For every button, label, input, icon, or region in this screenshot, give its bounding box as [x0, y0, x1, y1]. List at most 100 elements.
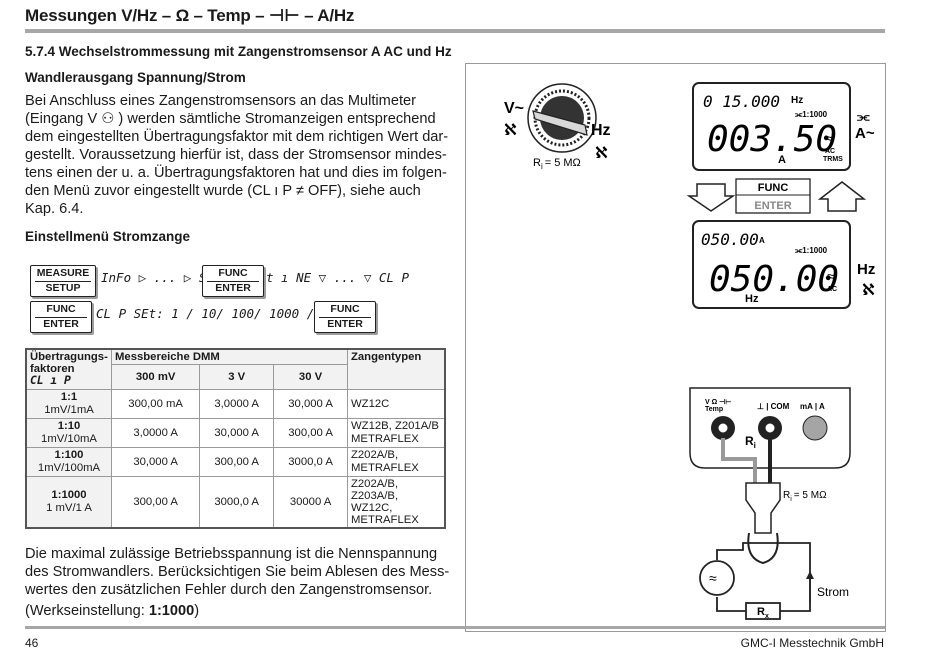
cell-types: WZ12C: [347, 389, 446, 419]
menu-sequence-2: CL P SEt: 1 / 10/ 100/ 1000 / OFF △▽: [96, 306, 367, 321]
cell-value: 300,00 A: [273, 418, 348, 448]
para-line: (Eingang V ⚇ ) werden sämtliche Stromanz…: [25, 111, 436, 127]
company-name: GMC-I Messtechnik GmbH: [740, 636, 884, 650]
jack-ma-a[interactable]: [802, 415, 828, 441]
ratio-unit: 1mV/1mA: [44, 404, 94, 416]
factory-setting-label: (Werkseinstellung:: [25, 603, 149, 619]
lcd1-side-label: A~: [855, 125, 875, 142]
clamp-sensor: [745, 482, 781, 534]
cell-value: 3000,0 A: [199, 476, 275, 529]
para-line: Die maximal zulässige Betriebsspannung i…: [25, 546, 438, 562]
intro-paragraph: Bei Anschluss eines Zangenstromsensors a…: [25, 92, 455, 218]
lcd1-top-value: 0 15.000: [703, 92, 780, 111]
footer-divider: [25, 626, 885, 629]
menu-sequence-1b: t ı NE ▽ ... ▽ CL P: [266, 270, 409, 285]
dial-v-label: V~: [504, 100, 524, 117]
clamp-ri-sub: i: [790, 496, 792, 503]
ac-wave-icon: ≈: [825, 130, 833, 146]
jack-ri-r: R: [745, 434, 754, 448]
ac-source-symbol: ≈: [709, 570, 717, 586]
func-enter-key-2[interactable]: FUNC ENTER: [30, 301, 92, 333]
measure-setup-key[interactable]: MEASURE SETUP: [30, 265, 96, 297]
ac-wave-icon: ≈: [827, 268, 835, 284]
lcd1-trms: TRMS: [823, 156, 843, 163]
jack3-label: mA | A: [800, 402, 825, 411]
rx-sub: x: [765, 613, 769, 620]
rx-label: Rx: [757, 606, 769, 620]
lcd2-unit: Hz: [745, 293, 759, 305]
cell-value: 30,000 A: [110, 447, 201, 477]
cell-value: 300,00 A: [199, 447, 275, 477]
lcd1-main-value: 003.50: [707, 119, 837, 160]
dial-ri-sub: i: [541, 162, 543, 171]
lcd1-unit: A: [778, 154, 786, 166]
cell-value: 30,000 A: [273, 389, 348, 419]
lcd-display-1: [692, 82, 851, 171]
cell-value: 3000,0 A: [273, 447, 348, 477]
wire: [716, 542, 763, 560]
func-enter-key-figure[interactable]: [735, 178, 811, 214]
func-key-top: FUNC: [207, 267, 259, 282]
cell-value: 30,000 A: [199, 418, 275, 448]
func-key-bottom: ENTER: [215, 282, 251, 294]
clamp-range-icon: ⫘: [857, 108, 870, 124]
para-line: gestellt. Voraussetzung hierfür ist, das…: [25, 147, 447, 163]
th-ranges: Messbereiche DMM: [111, 348, 348, 365]
jack-ri: Ri: [745, 434, 756, 450]
para-line: des Stromwandlers. Berücksichtigen Sie b…: [25, 564, 450, 580]
para-line: dem eingestellten Übertragungsfaktor mit…: [25, 129, 449, 145]
ratio-unit: 1mV/10mA: [41, 433, 97, 445]
jack-ri-sub: i: [754, 441, 756, 450]
para-line: den Menü zuvor eingestellt wurde (CL ı P…: [25, 183, 421, 199]
clamp-icon: ℵ: [504, 122, 517, 139]
func-key-top: FUNC: [319, 303, 371, 318]
th-3v: 3 V: [199, 364, 275, 390]
dial-ri: Ri= 5 MΩ: [533, 157, 581, 171]
ratio: 1:10: [57, 420, 81, 432]
ratio-unit: 1 mV/1 A: [46, 502, 92, 514]
arrow-up-icon: [817, 181, 867, 212]
factory-setting-close: ): [194, 603, 200, 619]
ratio: 1:1: [60, 391, 78, 403]
th-30v: 30 V: [273, 364, 348, 390]
dial-hz-label: Hz: [591, 122, 611, 139]
rotary-switch: [527, 83, 597, 153]
cell-types: WZ12B, Z201A/B METRAFLEX: [347, 418, 446, 448]
func-enter-key-1[interactable]: FUNC ENTER: [202, 265, 264, 297]
para-line: wertes den zusätzlichen Fehler durch den…: [25, 582, 433, 598]
clamp-ri: Ri= 5 MΩ: [783, 490, 827, 503]
jack2-label: ⊥ | COM: [757, 402, 790, 411]
lcd1-ac: AC: [825, 148, 835, 155]
load-resistor: [745, 602, 781, 620]
strom-label: Strom: [817, 585, 849, 599]
func-enter-key-3[interactable]: FUNC ENTER: [314, 301, 376, 333]
arrow-head: [806, 571, 814, 579]
factory-setting-value: 1:1000: [148, 603, 195, 619]
func-key-top: FUNC: [35, 303, 87, 318]
clamp-ri-val: = 5 MΩ: [794, 490, 827, 501]
cell-value: 30000 A: [273, 476, 348, 529]
func-key-bottom: ENTER: [43, 318, 79, 330]
ratio-table: Übertragungs-faktoren CL ı P Messbereich…: [25, 348, 446, 529]
wire: [716, 597, 746, 612]
cell-value: 3,0000 A: [110, 418, 201, 448]
clamp-icon: ℵ: [862, 282, 875, 299]
jack1-label: V Ω ⊣⊢: [705, 398, 731, 406]
factory-setting: (Werkseinstellung: 1:1000): [25, 603, 199, 619]
th-factor: Übertragungs-faktoren CL ı P: [25, 348, 112, 390]
para-line: tens einen der u. a. Übertragungsfaktore…: [25, 165, 447, 181]
ratio: 1:1000: [51, 489, 87, 501]
page-header-title: Messungen V/Hz – Ω – Temp – ⊣⊢ – A/Hz: [25, 6, 355, 25]
th-clamps: Zangentypen: [347, 348, 446, 390]
measure-key-top: MEASURE: [35, 267, 91, 282]
header-divider: [25, 29, 885, 33]
wire: [763, 542, 811, 612]
cell-value: 300,00 A: [110, 476, 201, 529]
warning-paragraph: Die maximal zulässige Betriebsspannung i…: [25, 545, 455, 599]
